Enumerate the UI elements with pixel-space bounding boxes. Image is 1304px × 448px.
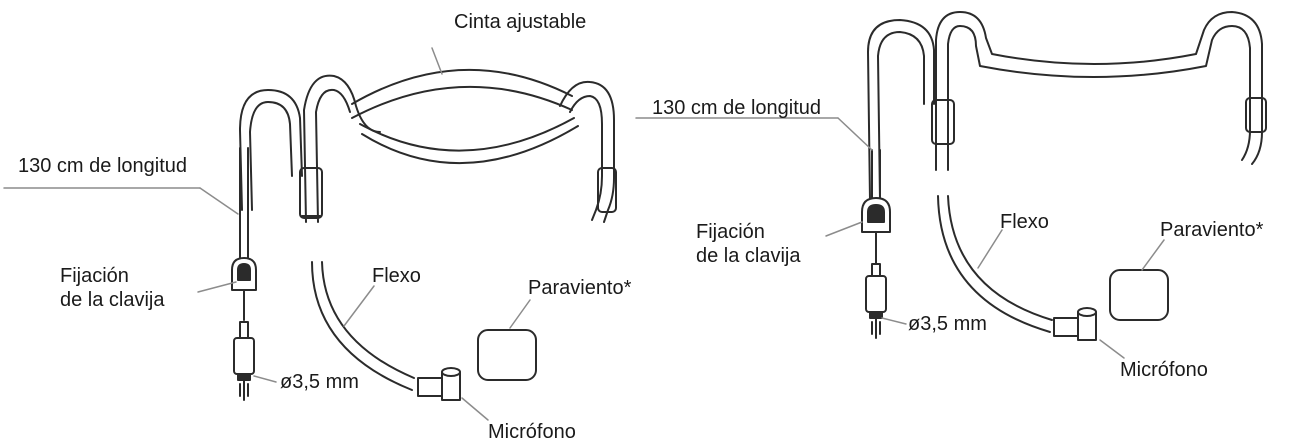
right-cable-length-label: 130 cm de longitud	[652, 97, 822, 119]
left-pin-clip-label-line1: Fijación	[60, 265, 129, 287]
left-cable-length-label: 130 cm de longitud	[18, 155, 188, 177]
left-microphone-label: Micrófono	[488, 421, 576, 443]
left-leader-lines	[3, 47, 531, 421]
right-microphone	[1053, 307, 1097, 341]
right-boom	[937, 195, 1053, 333]
left-adjustable-band	[351, 68, 579, 164]
left-pin-clip-label-line2: de la clavija	[60, 289, 165, 311]
right-pin-clip-label-line1: Fijación	[696, 221, 765, 243]
right-pin-clip	[861, 197, 891, 233]
left-boom-label: Flexo	[372, 265, 421, 287]
right-cable	[871, 149, 881, 265]
right-leader-lines	[635, 117, 1165, 359]
right-plug-size-label: ø3,5 mm	[908, 313, 987, 335]
left-cable	[239, 147, 249, 321]
left-frame-sleeve-upper	[299, 167, 323, 219]
left-ear-hook	[239, 89, 303, 211]
right-headset	[635, 11, 1267, 359]
right-frame-sleeve-upper	[931, 99, 955, 145]
right-microphone-label: Micrófono	[1120, 359, 1208, 381]
right-ear-hook	[867, 19, 935, 201]
left-boom	[311, 261, 415, 391]
right-pin-clip-label: Fijación de la clavija	[696, 220, 801, 268]
left-headset	[3, 47, 617, 421]
left-headset-frame	[303, 74, 615, 223]
left-pin-clip-label: Fijación de la clavija	[60, 264, 165, 312]
left-pin-clip	[231, 257, 257, 291]
right-windscreen-label: Paraviento*	[1160, 219, 1264, 241]
left-windscreen	[477, 329, 537, 381]
left-windscreen-label: Paraviento*	[528, 277, 632, 299]
right-pin-clip-label-line2: de la clavija	[696, 245, 801, 267]
right-windscreen	[1109, 269, 1169, 321]
right-frame-sleeve-right	[1245, 97, 1267, 133]
right-headset-frame	[935, 11, 1263, 171]
left-frame-sleeve-right	[597, 167, 617, 213]
left-microphone	[417, 367, 461, 401]
right-plug	[865, 263, 887, 339]
left-plug-size-label: ø3,5 mm	[280, 371, 359, 393]
left-band-label: Cinta ajustable	[454, 11, 587, 33]
left-plug	[233, 321, 255, 401]
right-boom-label: Flexo	[1000, 211, 1049, 233]
